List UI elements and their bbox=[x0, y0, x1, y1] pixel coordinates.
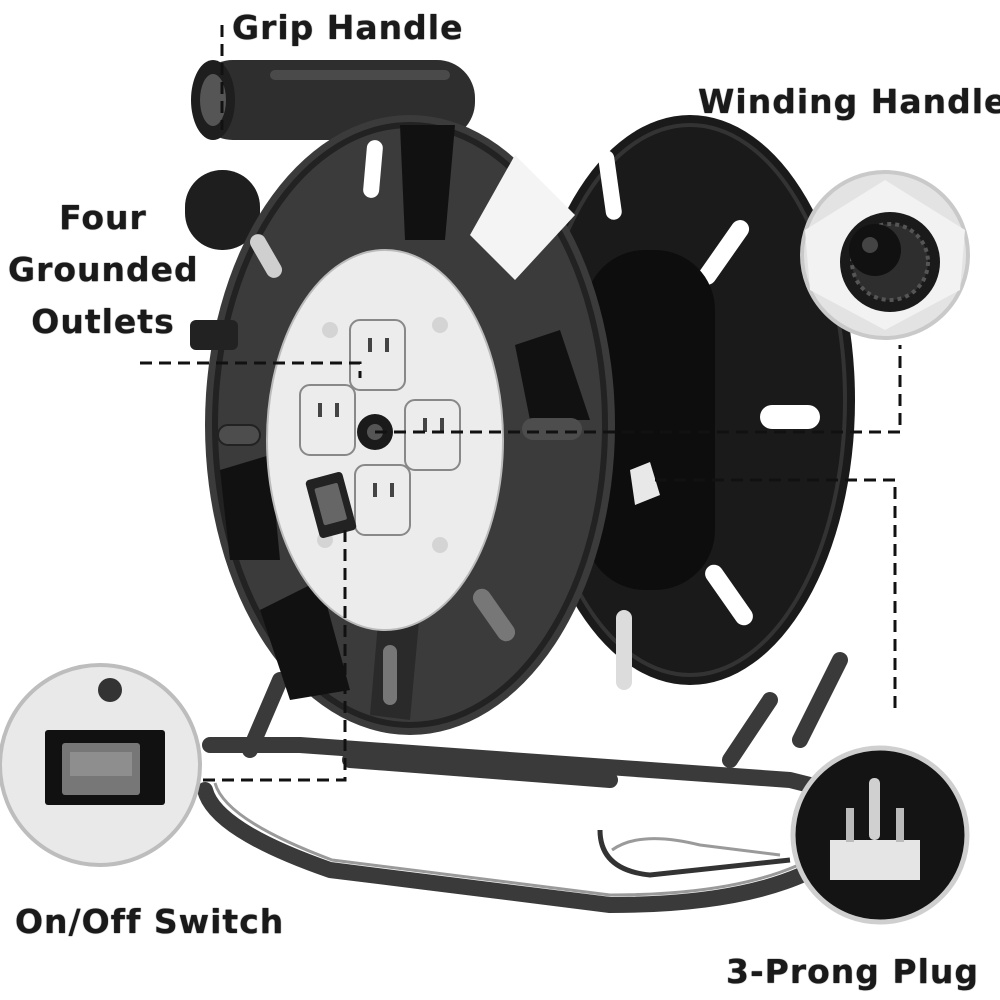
frame-highlight bbox=[213, 782, 824, 897]
label-grip-handle: Grip Handle bbox=[232, 8, 464, 47]
label-outlets-line3: Outlets bbox=[31, 302, 175, 341]
callout-outlets bbox=[140, 361, 362, 378]
rocker-switch-zoom bbox=[0, 663, 202, 867]
callout-switch bbox=[175, 530, 347, 782]
label-outlets-line2: Grounded bbox=[8, 250, 199, 289]
label-on-off-switch: On/Off Switch bbox=[15, 902, 285, 941]
rear-flange bbox=[525, 115, 855, 690]
label-four-grounded-outlets: Four Grounded Outlets bbox=[8, 192, 198, 348]
label-3-prong-plug: 3-Prong Plug bbox=[726, 952, 980, 991]
callout-winding-handle bbox=[375, 345, 902, 434]
winding-knob-zoom bbox=[800, 170, 970, 340]
callout-lines bbox=[140, 25, 902, 782]
label-winding-handle: Winding Handle bbox=[698, 82, 1000, 121]
cord-hook bbox=[597, 829, 791, 878]
label-outlets-line1: Four bbox=[59, 198, 147, 237]
callout-plug bbox=[655, 478, 897, 710]
outlet-faceplate bbox=[266, 249, 504, 631]
three-prong-plug-zoom bbox=[790, 745, 970, 925]
